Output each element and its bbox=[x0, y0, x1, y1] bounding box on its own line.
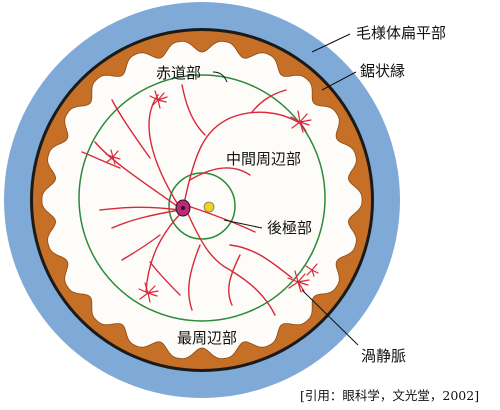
vessel-lower-left-1 bbox=[145, 211, 183, 293]
retinal-vessels bbox=[81, 84, 299, 316]
vortex-vein-lower-right bbox=[287, 270, 310, 293]
leader-equator bbox=[212, 71, 228, 83]
label-pars-plana: 毛様体扁平部 bbox=[356, 24, 446, 42]
vortex-vein-lower-left bbox=[138, 282, 159, 303]
vessel-upper-right-2 bbox=[181, 84, 206, 136]
vessel-upper-left-4 bbox=[81, 151, 121, 169]
vessel-left-1 bbox=[99, 206, 181, 211]
label-posterior-pole: 後極部 bbox=[267, 219, 312, 237]
vessel-left-2 bbox=[111, 209, 181, 229]
vessel-upper-left-1 bbox=[148, 94, 181, 209]
leader-posterior-pole bbox=[223, 219, 263, 229]
vessel-upper-right-3 bbox=[251, 89, 287, 113]
vessel-lower-left-2 bbox=[121, 234, 161, 261]
leader-vortex-vein bbox=[301, 289, 359, 346]
leader-pars-plana bbox=[311, 33, 351, 53]
equator-circle bbox=[78, 74, 326, 322]
vessel-upper-left-2 bbox=[94, 141, 181, 209]
vessel-right-1 bbox=[187, 205, 256, 233]
vortex-vein-upper-right bbox=[290, 110, 312, 133]
label-ora-serrata: 鋸状縁 bbox=[360, 62, 405, 80]
leader-ora-serrata bbox=[321, 71, 357, 91]
retina-scalloped-edge bbox=[41, 40, 363, 360]
vortex-vein-left bbox=[105, 149, 121, 165]
vessel-upper-left-3 bbox=[111, 99, 151, 159]
macula bbox=[203, 201, 215, 213]
vortex-vein-right bbox=[305, 263, 319, 277]
vortex-vein-upper-left bbox=[149, 90, 168, 109]
vessel-upper-right-4 bbox=[189, 167, 251, 181]
label-mid-periphery: 中間周辺部 bbox=[226, 150, 301, 168]
label-far-periphery: 最周辺部 bbox=[177, 329, 237, 347]
citation: [引用：眼科学，文光堂，2002] bbox=[300, 388, 479, 403]
vessel-lower-2 bbox=[229, 244, 293, 279]
label-equator: 赤道部 bbox=[156, 64, 201, 82]
vessel-upper-right-1 bbox=[183, 111, 299, 205]
label-vortex-vein: 渦静脈 bbox=[361, 347, 406, 365]
vessel-lower-left-3 bbox=[149, 261, 181, 296]
vessel-lower-4 bbox=[188, 244, 201, 311]
vessel-lower-3 bbox=[228, 254, 241, 306]
leader-lines bbox=[212, 33, 359, 346]
vortex-veins bbox=[105, 90, 319, 303]
optic-disc-center bbox=[181, 206, 185, 210]
vessel-lower-1 bbox=[187, 213, 276, 316]
